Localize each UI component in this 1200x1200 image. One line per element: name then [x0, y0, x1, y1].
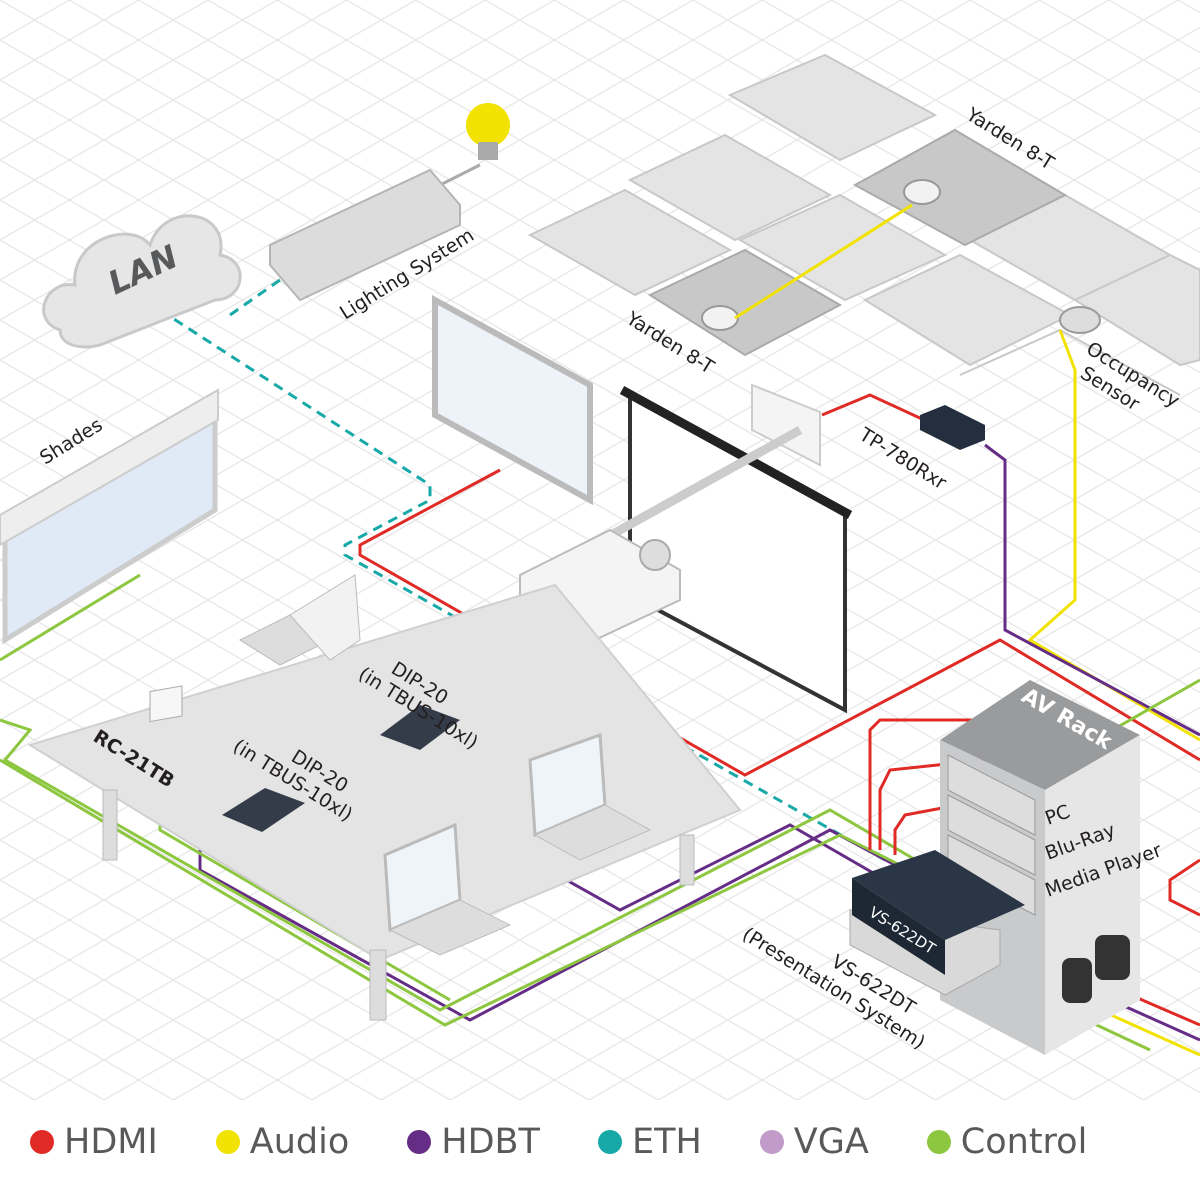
- occupancy-sensor-icon: [1059, 306, 1101, 334]
- legend-item-hdmi: HDMI: [30, 1122, 158, 1162]
- control-cable: [0, 573, 951, 1012]
- legend-dot-icon: [30, 1130, 54, 1154]
- shades-roller: [0, 388, 219, 547]
- legend-label: Control: [960, 1122, 1088, 1162]
- legend-item-hdbt: HDBT: [407, 1122, 540, 1162]
- vs-622dt-top: [852, 850, 1025, 940]
- rack-speaker-icon: [1062, 958, 1092, 1003]
- legend-label: HDMI: [64, 1122, 158, 1162]
- projector-lens-icon: [639, 539, 671, 571]
- legend-item-vga: VGA: [759, 1122, 869, 1162]
- rack-units: [947, 754, 1036, 916]
- hdmi-cable: [878, 758, 986, 850]
- legend-label: VGA: [793, 1122, 869, 1162]
- lightbulb-icon: [466, 103, 510, 160]
- legend-label: ETH: [631, 1122, 702, 1162]
- hdmi-cable: [821, 393, 936, 427]
- speaker-top-icon: [903, 179, 941, 205]
- speaker-bottom-icon: [701, 305, 739, 331]
- lighting-system-device: [269, 168, 461, 302]
- rc-21tb-keypad: [149, 685, 183, 723]
- eth-cable: [159, 278, 886, 862]
- legend-dot-icon: [926, 1130, 951, 1154]
- lan-cloud-icon: [42, 214, 242, 349]
- tp-780rxr-device: [920, 405, 985, 450]
- legend-label: Audio: [249, 1122, 350, 1162]
- hdbt-cable: [984, 443, 1200, 737]
- hdmi-cable: [1168, 858, 1200, 917]
- legend-item-audio: Audio: [215, 1122, 350, 1162]
- laptop-icon: [528, 732, 652, 861]
- audio-cable: [734, 203, 913, 320]
- legend-dot-icon: [759, 1130, 784, 1154]
- hdmi-cable: [868, 718, 985, 850]
- audio-cable: [439, 163, 481, 187]
- laptop-icon: [238, 574, 361, 666]
- dip-20-device-b: [222, 788, 305, 832]
- flat-panel-display: [432, 294, 593, 506]
- screen-roller: [619, 386, 853, 519]
- legend-dot-icon: [407, 1130, 432, 1154]
- legend-dot-icon: [597, 1130, 622, 1154]
- legend-item-eth: ETH: [597, 1122, 702, 1162]
- vs-622dt-front: [852, 878, 945, 975]
- legend-dot-icon: [215, 1130, 240, 1154]
- legend-item-control: Control: [926, 1122, 1088, 1162]
- dip-20-device-a: [380, 705, 460, 750]
- rack-speaker-icon: [1095, 935, 1130, 980]
- cable-legend: HDMI Audio HDBT ETH VGA Control: [30, 1122, 1145, 1162]
- table-legs: [102, 789, 695, 1021]
- av-rack-top: [940, 680, 1140, 790]
- conference-table: [27, 583, 742, 962]
- legend-label: HDBT: [441, 1122, 540, 1162]
- wall-plate: [751, 383, 821, 467]
- laptop-icon: [383, 822, 512, 956]
